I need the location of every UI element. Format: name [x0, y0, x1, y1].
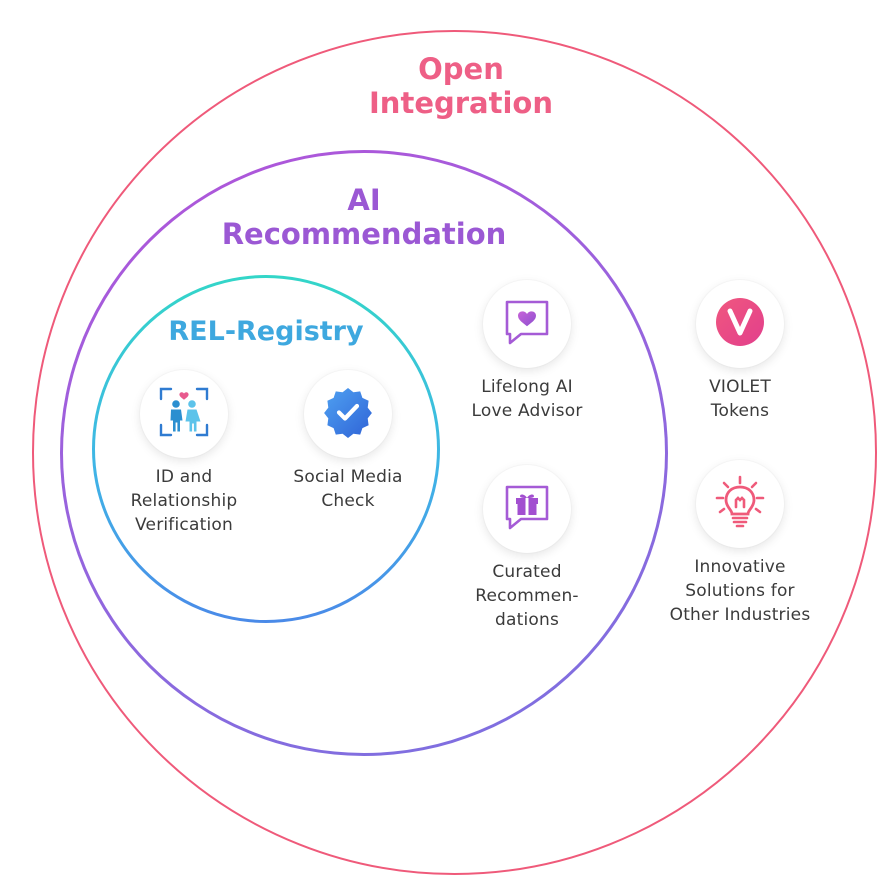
id-verification-badge	[140, 370, 228, 458]
love-advisor-item: Lifelong AI Love Advisor	[427, 280, 627, 424]
violet-token-icon	[713, 295, 767, 353]
violet-tokens-badge	[696, 280, 784, 368]
violet-tokens-label: VIOLET Tokens	[709, 377, 771, 421]
open-integration-title: Open Integration	[369, 52, 553, 121]
id-verification-label: ID and Relationship Verification	[130, 467, 238, 535]
social-media-badge	[304, 370, 392, 458]
verified-badge-icon	[321, 385, 375, 443]
violet-tokens-item: VIOLET Tokens	[640, 280, 840, 424]
id-verification-item: ID and Relationship Verification	[84, 370, 284, 537]
lightbulb-icon	[712, 474, 768, 534]
rel-registry-ring	[92, 275, 440, 623]
innovative-solutions-badge	[696, 460, 784, 548]
innovative-solutions-item: Innovative Solutions for Other Industrie…	[640, 460, 840, 627]
curated-badge	[483, 465, 571, 553]
love-advisor-badge	[483, 280, 571, 368]
heart-chat-icon	[501, 296, 553, 352]
love-advisor-label: Lifelong AI Love Advisor	[471, 377, 583, 421]
curated-item: Curated Recommen- dations	[427, 465, 627, 632]
ai-recommendation-title: AI Recommendation	[221, 183, 507, 252]
couple-frame-icon	[157, 385, 211, 443]
social-media-item: Social Media Check	[248, 370, 448, 514]
rel-registry-title: REL-Registry	[168, 316, 364, 347]
gift-chat-icon	[501, 481, 553, 537]
curated-label: Curated Recommen- dations	[475, 562, 579, 630]
innovative-solutions-label: Innovative Solutions for Other Industrie…	[669, 557, 811, 625]
social-media-label: Social Media Check	[293, 467, 403, 511]
